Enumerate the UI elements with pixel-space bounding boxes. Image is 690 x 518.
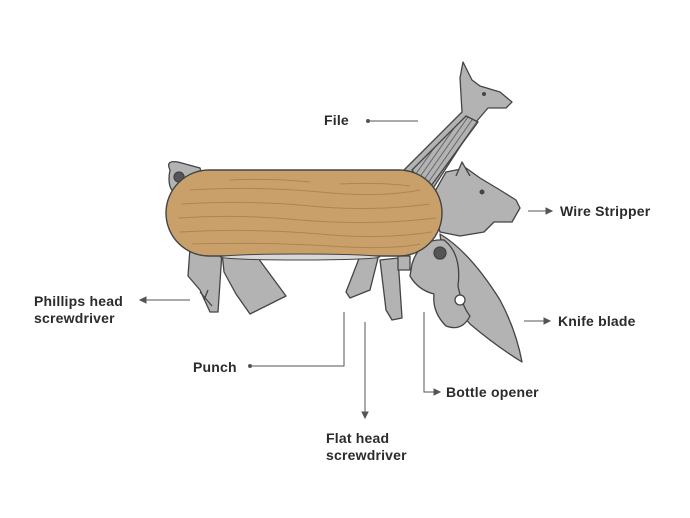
- label-file: File: [324, 112, 349, 129]
- wire-stripper-notch: [455, 161, 471, 177]
- label-phillips-line2: screwdriver: [34, 310, 115, 326]
- label-wire-stripper-text: Wire Stripper: [560, 203, 651, 219]
- phillips-tip: [199, 289, 213, 307]
- front-blade-tool: [221, 251, 287, 315]
- wire-stripper-eye: [479, 189, 485, 195]
- file-eye: [482, 92, 486, 96]
- bottle-opener-tool: [409, 239, 471, 329]
- label-bottle-opener-text: Bottle opener: [446, 384, 539, 400]
- label-flat-head-line1: Flat head: [326, 430, 390, 446]
- flat-head-screwdriver-tool: [379, 257, 403, 321]
- label-file-text: File: [324, 112, 349, 128]
- label-flat-head-line2: screwdriver: [326, 447, 407, 463]
- label-punch-text: Punch: [193, 359, 237, 375]
- leader-bottle-opener: [423, 312, 440, 393]
- label-flat-head-screwdriver: Flat head screwdriver: [326, 430, 407, 464]
- bottle-opener-hole: [454, 294, 466, 306]
- phillips-tool: [187, 247, 223, 313]
- bottle-opener-rivet: [433, 246, 447, 260]
- leader-punch: [250, 312, 345, 367]
- label-wire-stripper: Wire Stripper: [560, 203, 650, 220]
- label-knife-blade-text: Knife blade: [558, 313, 636, 329]
- label-bottle-opener: Bottle opener: [446, 384, 539, 401]
- wooden-handle: [165, 169, 443, 261]
- flat-head-cap: [397, 255, 411, 271]
- label-phillips-head-screwdriver: Phillips head screwdriver: [34, 293, 123, 327]
- label-punch: Punch: [193, 359, 237, 376]
- wire-stripper-tool: [429, 167, 521, 237]
- label-phillips-line1: Phillips head: [34, 293, 123, 309]
- punch-tool: [345, 255, 379, 299]
- label-knife-blade: Knife blade: [558, 313, 636, 330]
